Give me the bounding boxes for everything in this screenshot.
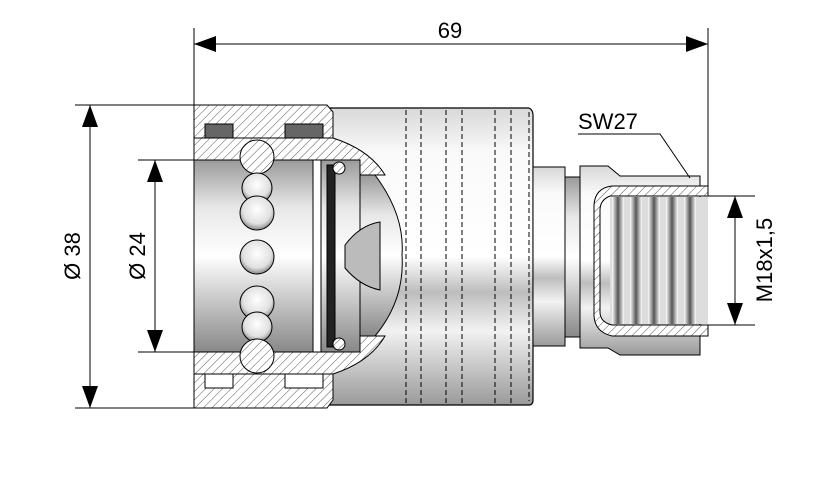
wrench-size-label: SW27 (578, 109, 638, 134)
extension-lines (75, 28, 755, 409)
thread-dimension: M18x1,5 (752, 218, 777, 302)
dimension-arrows (82, 36, 743, 408)
hex-fitting (579, 165, 709, 356)
neck (532, 166, 581, 347)
thread-grooves (612, 197, 696, 324)
outer-diameter-dimension: Ø 38 (60, 232, 85, 280)
balls (239, 139, 275, 374)
length-dimension: 69 (438, 18, 462, 43)
inner-diameter-dimension: Ø 24 (125, 232, 150, 280)
